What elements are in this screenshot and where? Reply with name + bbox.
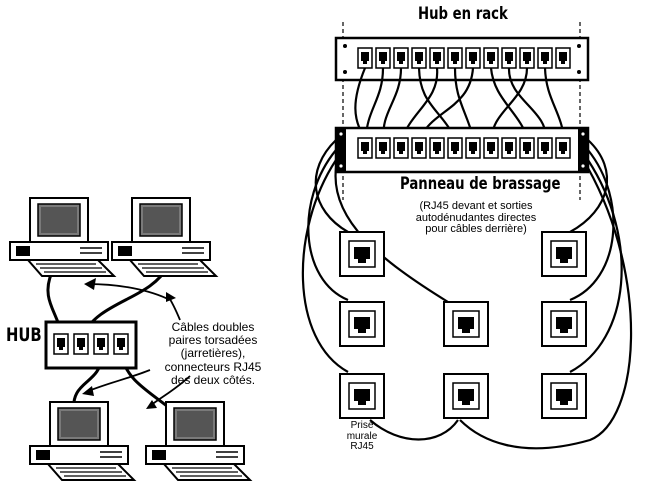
rack-hub-title: Hub en rack [418, 4, 508, 24]
rack-hub [334, 36, 590, 82]
rj45-port-icon [465, 47, 481, 69]
rj45-port-icon [465, 137, 481, 159]
wall-outlet-icon [541, 231, 587, 277]
rj45-port-icon [393, 47, 409, 69]
wall-outlet-icon [339, 301, 385, 347]
patch-panel [334, 126, 590, 174]
rj45-port-icon [357, 137, 373, 159]
rj45-port-icon [93, 333, 109, 355]
rj45-port-icon [519, 137, 535, 159]
computer-icon [29, 401, 135, 481]
rj45-port-icon [555, 137, 571, 159]
horizontal-cabling [301, 139, 633, 450]
rj45-port-icon [483, 137, 499, 159]
rj45-port-icon [501, 137, 517, 159]
rj45-port-icon [429, 47, 445, 69]
wall-outlet-label: Prise murale RJ45 [346, 420, 378, 452]
patch-panel-title: Panneau de brassage [400, 174, 561, 194]
rj45-port-icon [375, 137, 391, 159]
wall-outlet-icon [443, 373, 489, 419]
arrow-heads [82, 278, 176, 409]
rj45-port-icon [519, 47, 535, 69]
rj45-port-icon [537, 47, 553, 69]
rj45-port-icon [53, 333, 69, 355]
hub-device [44, 320, 138, 370]
hub-label: HUB [6, 324, 42, 346]
wall-outlet-icon [541, 301, 587, 347]
rj45-port-icon [483, 47, 499, 69]
rj45-port-icon [555, 47, 571, 69]
rj45-port-icon [411, 47, 427, 69]
wall-outlet-icon [339, 373, 385, 419]
wall-outlet-icon [443, 301, 489, 347]
patch-panel-note: (RJ45 devant et sorties autodénudantes d… [415, 200, 537, 236]
computer-icon [111, 197, 217, 277]
rj45-port-icon [501, 47, 517, 69]
wall-outlet-icon [339, 231, 385, 277]
small-network [9, 197, 251, 481]
rj45-port-icon [411, 137, 427, 159]
wall-outlet-icon [541, 373, 587, 419]
rj45-port-icon [357, 47, 373, 69]
cable-note: Câbles doubles paires torsadées (jarreti… [164, 320, 262, 387]
computer-icon [145, 401, 251, 481]
rj45-port-icon [537, 137, 553, 159]
rj45-port-icon [447, 137, 463, 159]
rj45-port-icon [447, 47, 463, 69]
rj45-port-icon [429, 137, 445, 159]
rj45-port-icon [393, 137, 409, 159]
rack-network [301, 22, 633, 450]
rj45-port-icon [113, 333, 129, 355]
rj45-port-icon [73, 333, 89, 355]
rj45-port-icon [375, 47, 391, 69]
computer-icon [9, 197, 115, 277]
